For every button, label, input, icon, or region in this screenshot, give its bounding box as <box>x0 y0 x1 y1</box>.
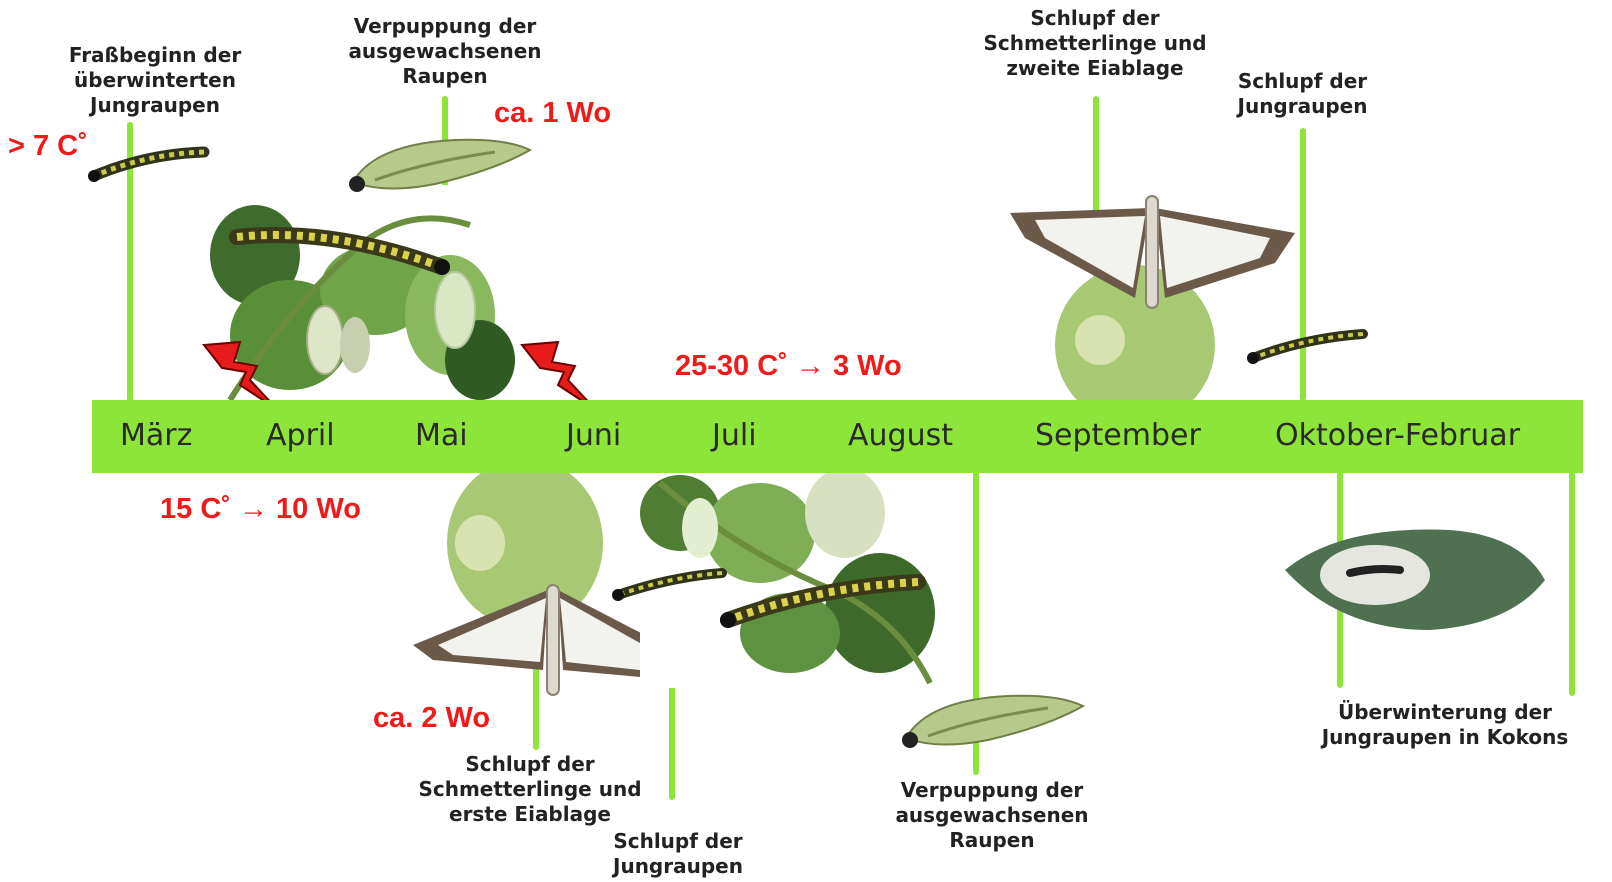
caterpillar-icon <box>718 572 928 632</box>
month-april: April <box>266 418 335 453</box>
label-pupation-2: Verpuppung der ausgewachsenen Raupen <box>867 778 1117 853</box>
label-hatch-moths-1: Schlupf der Schmetterlinge und erste Eia… <box>385 752 675 827</box>
caterpillar-icon <box>1245 328 1370 368</box>
month-mai: Mai <box>415 418 468 453</box>
duration-moth: ca. 2 Wo <box>373 702 490 735</box>
label-hatch-larvae-1: Schlupf der Jungraupen <box>588 829 768 879</box>
label-hatch-larvae-2: Schlupf der Jungraupen <box>1215 69 1390 119</box>
label-feeding-start: Fraßbeginn der überwinterten Jungraupen <box>40 43 270 118</box>
month-juni: Juni <box>566 418 621 453</box>
caterpillar-icon <box>86 144 211 189</box>
label-overwintering: Überwinterung der Jungraupen in Kokons <box>1295 700 1595 750</box>
pupa-icon <box>898 688 1088 758</box>
month-august: August <box>848 418 953 453</box>
month-juli: Juli <box>712 418 757 453</box>
label-pupation-1: Verpuppung der ausgewachsenen Raupen <box>320 14 570 89</box>
label-hatch-moths-2: Schlupf der Schmetterlinge und zweite Ei… <box>950 6 1240 81</box>
month-september: September <box>1035 418 1201 453</box>
moth-icon <box>1005 188 1300 318</box>
cocoon-leaf-icon <box>1280 525 1550 635</box>
duration-pupa: ca. 1 Wo <box>494 97 611 130</box>
month-maerz: März <box>120 418 192 453</box>
month-oktober-februar: Oktober-Februar <box>1275 418 1520 453</box>
stem-overwinter-2 <box>1569 470 1575 696</box>
caterpillar-icon <box>232 222 452 282</box>
temperature-spring: 15 C˚ → 10 Wo <box>160 493 361 526</box>
caterpillar-icon <box>610 565 730 605</box>
temperature-summer: 25-30 C˚ → 3 Wo <box>675 350 902 383</box>
temperature-threshold: > 7 C˚ <box>8 130 88 163</box>
pupa-icon <box>345 132 535 202</box>
